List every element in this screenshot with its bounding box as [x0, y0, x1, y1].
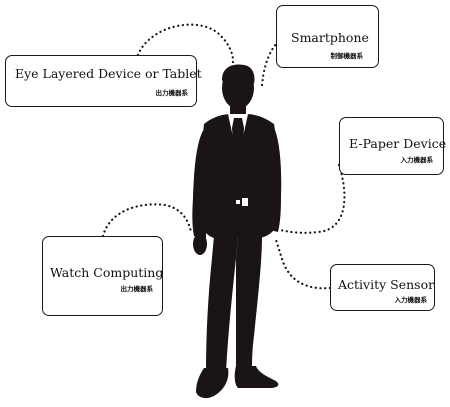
watch-computing-box: Watch Computing 出力機器系: [42, 236, 163, 316]
epaper-device-box: E-Paper Device 入力機器系: [339, 117, 447, 175]
smartphone-box: Smartphone 制御機器系: [276, 5, 379, 68]
activity-sensor-category: 入力機器系: [394, 296, 428, 304]
connector-epaper: [278, 163, 346, 234]
watch-computing-title: Watch Computing: [50, 265, 164, 280]
activity-sensor-box: Activity Sensor 入力機器系: [330, 264, 435, 311]
necktie: [232, 118, 244, 166]
connector-activity-sensor: [274, 238, 332, 290]
epaper-device-category: 入力機器系: [400, 156, 434, 164]
eye-layered-device-title: Eye Layered Device or Tablet: [15, 66, 202, 81]
belt-buckle: [236, 200, 240, 204]
smartphone-category: 制御機器系: [330, 52, 364, 60]
connector-eye-device: [136, 23, 235, 77]
watch-computing-category: 出力機器系: [120, 285, 154, 293]
smartphone-title: Smartphone: [291, 30, 369, 45]
person-silhouette: [192, 64, 282, 399]
epaper-device-title: E-Paper Device: [349, 136, 447, 151]
connector-watch: [101, 203, 193, 238]
activity-sensor-title: Activity Sensor: [338, 277, 435, 292]
pocket-square: [242, 198, 248, 206]
eye-layered-device-box: Eye Layered Device or Tablet 出力機器系: [5, 55, 202, 107]
eye-layered-device-category: 出力機器系: [155, 89, 189, 97]
